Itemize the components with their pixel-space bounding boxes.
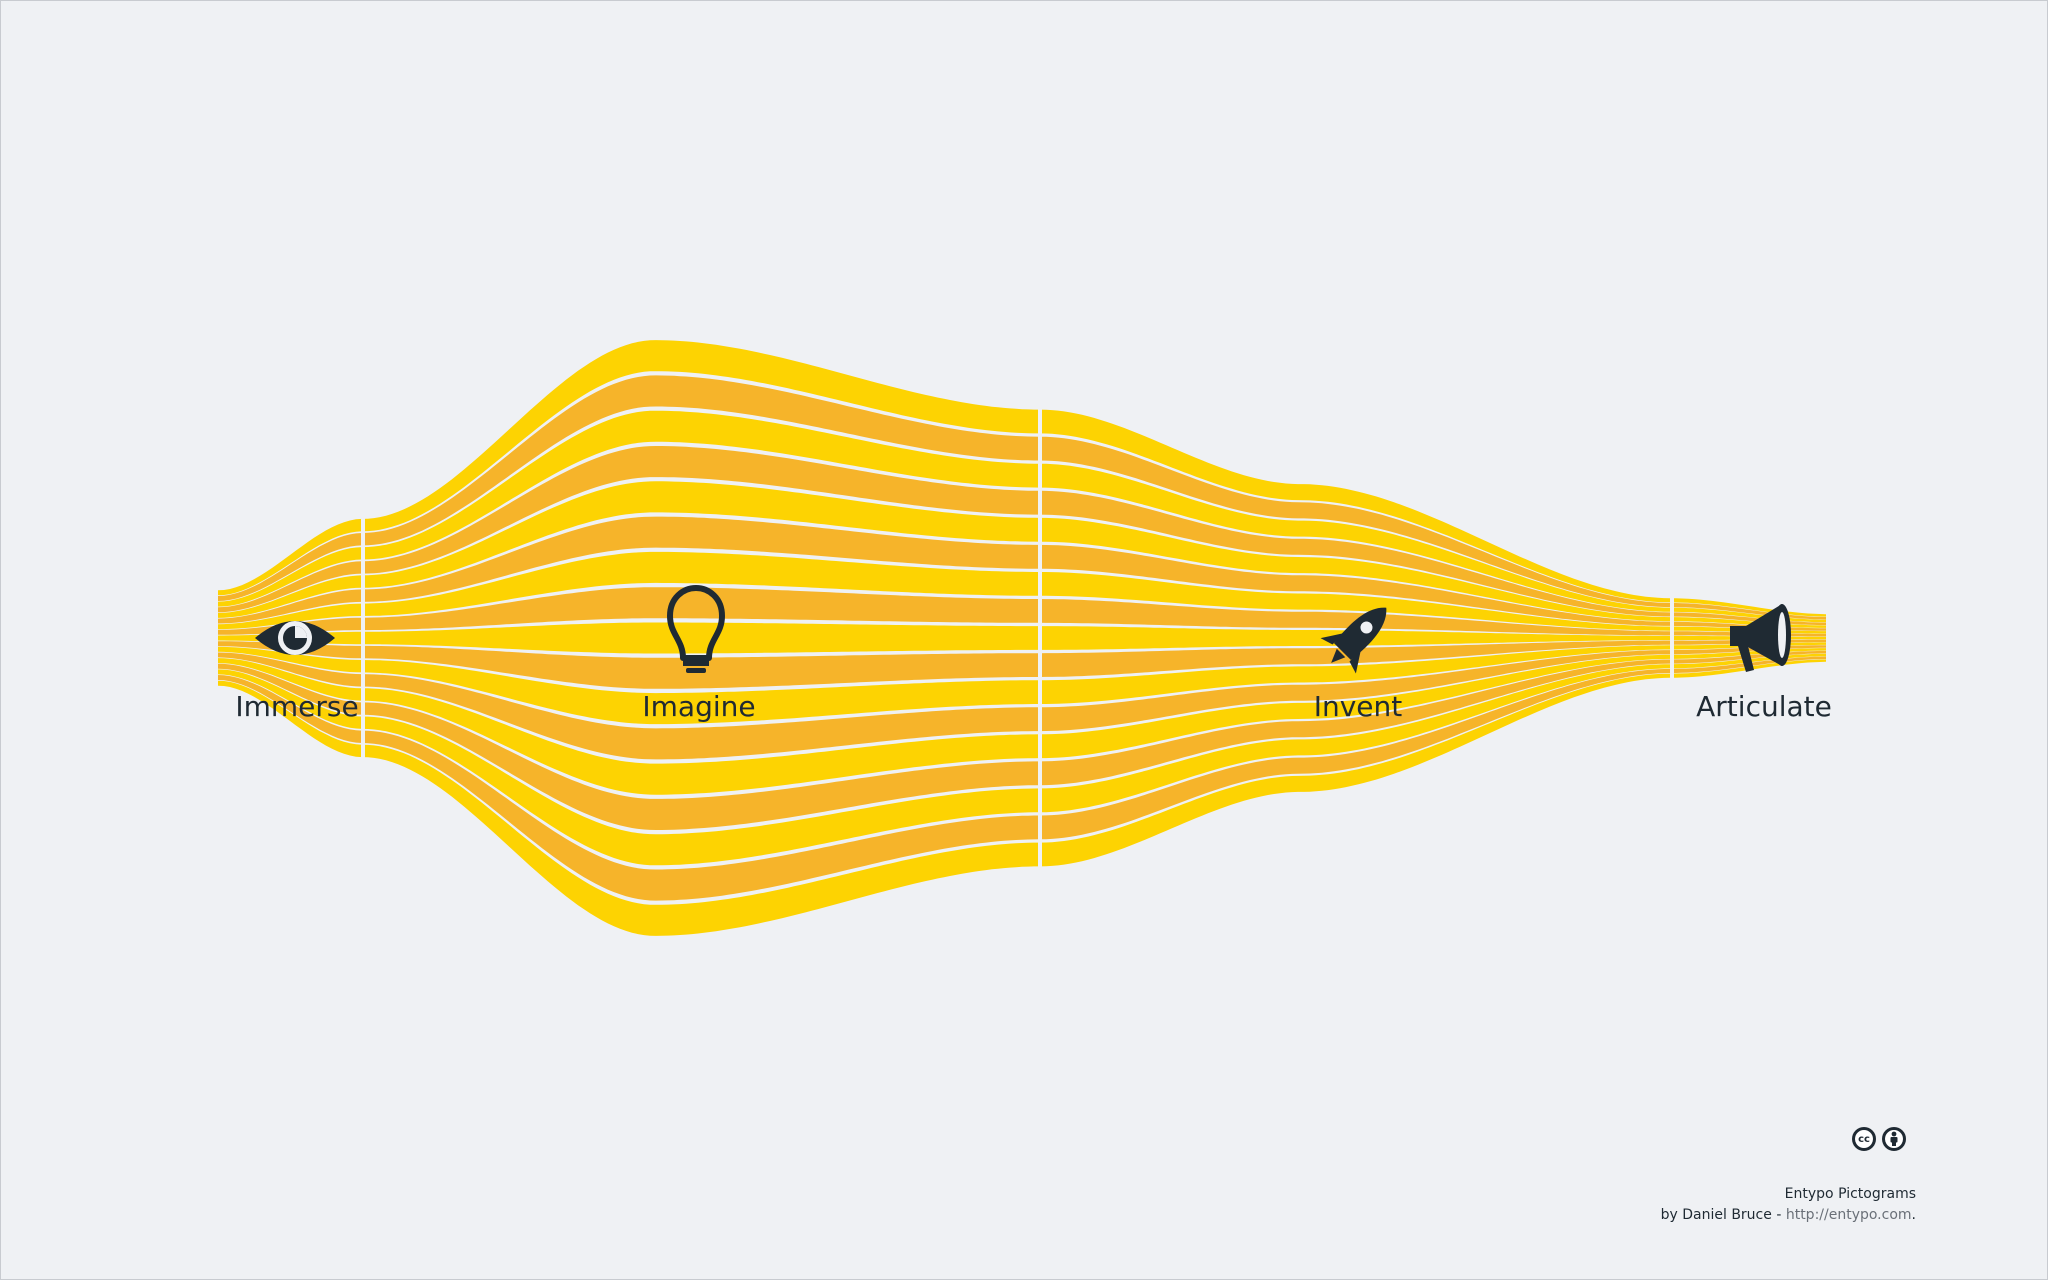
megaphone-icon: [1730, 604, 1791, 672]
stage-dividers: [361, 402, 1674, 874]
wave-band: [218, 587, 1826, 637]
wave-band: [218, 622, 1826, 654]
wave-band: [218, 516, 1826, 631]
credits-title: Entypo Pictograms: [1784, 1186, 1916, 1202]
attribution-icon: [1882, 1127, 1906, 1151]
credits: Entypo Pictograms by Daniel Bruce - http…: [1661, 1184, 1916, 1226]
stage-label-imagine: Imagine: [642, 690, 756, 723]
creative-commons-icon: cc: [1852, 1127, 1876, 1151]
wave-band: [218, 639, 1826, 689]
lightbulb-icon: [667, 585, 725, 673]
wave-band: [218, 645, 1826, 760]
rocket-icon: [1320, 607, 1387, 674]
wave-bands: [218, 340, 1826, 936]
credits-byline: by Daniel Bruce - http://entypo.com.: [1661, 1205, 1916, 1226]
eye-icon: [255, 621, 335, 655]
credits-author: by Daniel Bruce -: [1660, 1207, 1786, 1223]
wave-band: [218, 551, 1826, 634]
credits-link[interactable]: http://entypo.com: [1785, 1207, 1912, 1223]
wave-band: [218, 642, 1826, 725]
credits-suffix: .: [1911, 1207, 1916, 1223]
license-badges: cc: [1852, 1127, 1906, 1151]
stage-label-invent: Invent: [1313, 690, 1403, 723]
stage-label-articulate: Articulate: [1696, 690, 1832, 723]
stage-divider: [1038, 402, 1042, 874]
stage-label-immerse: Immerse: [235, 690, 359, 723]
stage-divider: [361, 512, 365, 764]
stage-divider: [1670, 592, 1674, 684]
